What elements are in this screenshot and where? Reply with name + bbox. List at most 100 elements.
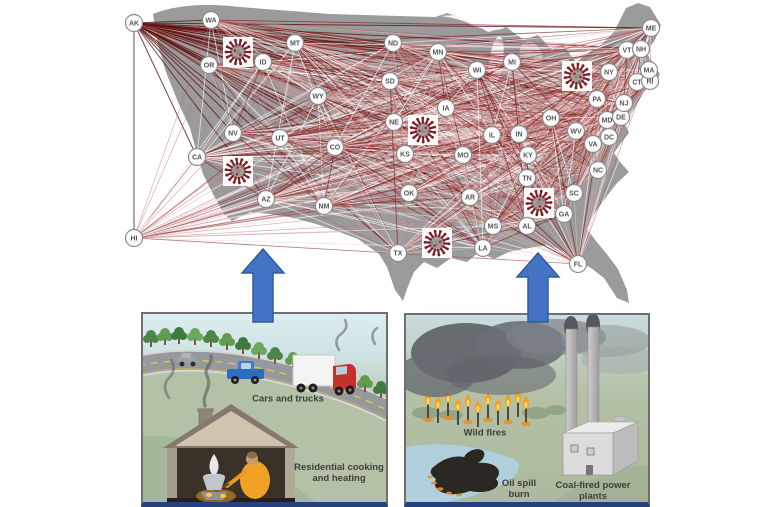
coronavirus-icon	[524, 188, 554, 218]
edge-CA-FL	[196, 156, 579, 265]
edge-WA-UT	[210, 19, 281, 139]
edge-ND-ME	[392, 27, 652, 44]
state-node-NY: NY	[599, 62, 619, 82]
edge-WI-OH	[476, 69, 552, 119]
state-node-WA: WA	[201, 10, 221, 30]
edge-WI-TN	[476, 69, 528, 179]
state-node-ID: ID	[253, 52, 273, 72]
label-residential-cooking: Residential cooking and heating	[294, 461, 384, 484]
state-label-AZ: AZ	[261, 196, 271, 203]
edge-CA-SD	[196, 80, 391, 158]
state-node-NV: NV	[223, 123, 243, 143]
edge-TX-AL	[397, 225, 528, 254]
state-label-MN: MN	[433, 49, 444, 56]
edge-UT-FL	[279, 137, 579, 265]
edge-LA-NH	[482, 48, 642, 249]
edge-WI-MS	[476, 69, 494, 227]
state-label-NM: NM	[319, 203, 330, 210]
edge-AZ-CO	[265, 146, 336, 200]
us-map: AKHIWAORCAIDNVMTWYUTAZNMCONDSDNEKSOKTXMN…	[124, 3, 661, 303]
edge-NM-CO	[323, 146, 336, 207]
state-label-MS: MS	[488, 223, 499, 230]
state-node-IA: IA	[436, 98, 456, 118]
state-label-LA: LA	[478, 245, 487, 252]
state-label-NE: NE	[389, 119, 399, 126]
edge-OH-FL	[550, 117, 579, 265]
edge-CA-WY	[196, 95, 319, 158]
edge-NE-WI	[393, 69, 478, 123]
edge-MN-AL	[437, 51, 528, 227]
edge-MS-TN	[492, 177, 528, 227]
edge-FL-SC	[573, 192, 579, 265]
house-cutaway	[163, 354, 299, 502]
edge-AZ-MI	[265, 61, 513, 200]
edge-OK-WI	[408, 69, 478, 194]
edge-WY-MN	[317, 51, 439, 97]
coronavirus-icon	[422, 228, 452, 258]
state-label-WI: WI	[473, 67, 482, 74]
state-label-OH: OH	[546, 115, 557, 122]
edge-SD-LA	[389, 80, 484, 249]
edge-SD-TX	[389, 80, 399, 254]
state-node-OR: OR	[199, 55, 219, 75]
edge-AZ-SD	[265, 80, 391, 200]
edge-MN-ME	[437, 27, 652, 53]
edge-TX-WI	[397, 69, 478, 254]
edge-AL-FL	[526, 225, 579, 265]
state-node-OH: OH	[541, 108, 561, 128]
edge-TX-MN	[397, 51, 439, 254]
state-node-WY: WY	[308, 86, 328, 106]
edge-WA-MS	[210, 19, 494, 227]
edge-TN-MD	[526, 119, 608, 179]
edge-OH-SC	[550, 117, 575, 194]
cars-residential-illustration	[143, 314, 386, 502]
state-node-SC: SC	[564, 183, 584, 203]
edge-MS-IN	[492, 133, 520, 227]
state-label-IL: IL	[489, 132, 496, 139]
edge-OR-NV	[208, 64, 234, 134]
edge-MS-KY	[492, 154, 529, 227]
coronavirus-icon	[223, 37, 253, 67]
edge-OR-NE	[208, 64, 395, 123]
edge-ID-WI	[262, 61, 478, 71]
state-node-WI: WI	[467, 60, 487, 80]
edge-AR-AL	[469, 196, 528, 227]
state-label-CO: CO	[330, 144, 341, 151]
edge-MT-MN	[294, 42, 439, 53]
state-node-KS: KS	[395, 144, 415, 164]
edge-WA-CA	[196, 19, 212, 158]
edge-ND-KS	[392, 42, 406, 155]
edge-NV-NM	[232, 132, 325, 207]
edge-FL-PA	[577, 98, 598, 265]
edge-AR-IL	[469, 134, 493, 198]
fires-oil-coal-illustration	[406, 315, 648, 502]
state-label-MT: MT	[290, 40, 301, 47]
edge-IA-NH	[445, 48, 642, 109]
cookstove	[201, 454, 227, 500]
edge-AK-CA	[133, 22, 198, 158]
state-node-GA: GA	[554, 204, 574, 224]
state-label-IA: IA	[443, 105, 450, 112]
edge-ND-LA	[392, 42, 484, 249]
edge-SC-WV	[573, 130, 577, 194]
state-label-WA: WA	[205, 17, 216, 24]
edge-AK-UT	[133, 22, 281, 139]
edge-HI-OR	[133, 64, 210, 239]
state-label-HI: HI	[131, 235, 138, 242]
label-coal-fired-power-plants: Coal-fired power plants	[555, 479, 631, 502]
state-label-ME: ME	[646, 25, 657, 32]
red-semi-truck	[292, 354, 356, 396]
state-node-MN: MN	[428, 42, 448, 62]
edge-CO-NE	[334, 121, 395, 148]
edge-OH-GA	[550, 117, 565, 215]
edge-MO-MI	[462, 61, 513, 156]
state-node-OK: OK	[399, 183, 419, 203]
state-label-AK: AK	[129, 20, 139, 27]
edge-MI-FL	[511, 61, 579, 265]
state-nodes: AKHIWAORCAIDNVMTWYUTAZNMCONDSDNEKSOKTXMN…	[124, 10, 661, 274]
state-label-RI: RI	[647, 78, 654, 85]
state-node-MS: MS	[483, 216, 503, 236]
state-label-TX: TX	[394, 250, 403, 257]
edge-AR-WI	[469, 69, 478, 198]
